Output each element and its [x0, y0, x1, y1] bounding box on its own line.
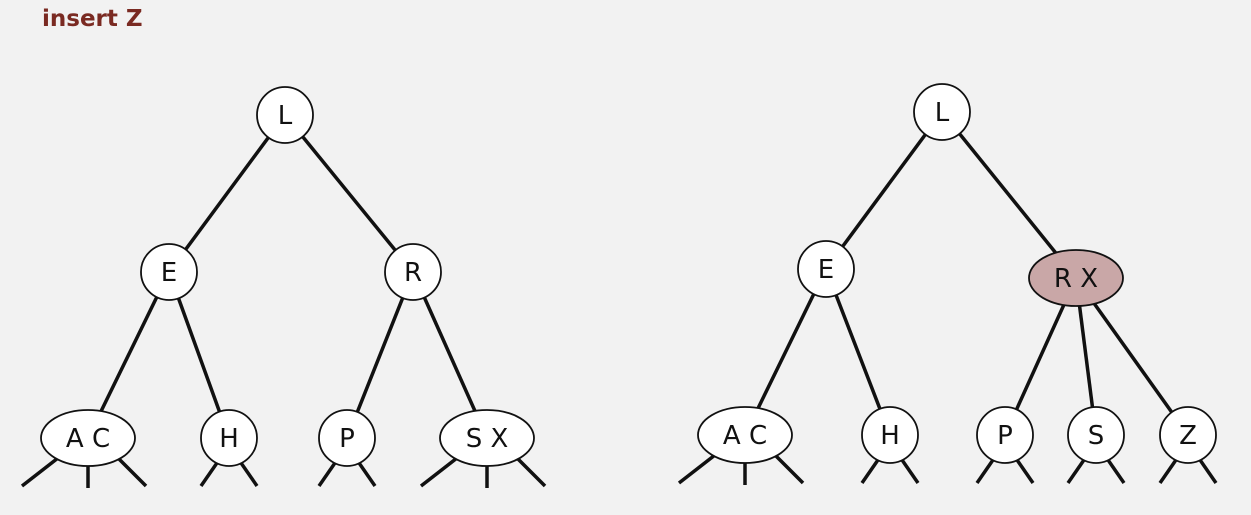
tree-node-after-s: S	[1067, 406, 1125, 464]
tree-node-after-p: P	[976, 406, 1034, 464]
node-label: R	[404, 258, 422, 288]
null-link-before-p-0	[317, 459, 339, 487]
node-shape	[697, 406, 793, 464]
node-label: L	[935, 98, 950, 128]
edge-after-e-h	[824, 268, 892, 436]
edge-after-l-rx	[940, 110, 1078, 280]
tree-node-after-rx: R X	[1028, 249, 1124, 307]
node-label: P	[339, 424, 355, 454]
edge-before-e-h	[167, 271, 231, 439]
node-label: S X	[466, 424, 509, 454]
null-link-after-ac-0	[677, 453, 717, 485]
node-label: P	[997, 421, 1013, 451]
null-link-before-p-1	[355, 459, 377, 487]
node-shape	[256, 86, 314, 144]
node-label: S	[1088, 421, 1105, 451]
node-shape	[40, 409, 136, 467]
node-shape	[797, 240, 855, 298]
tree-node-before-p: P	[318, 409, 376, 467]
null-link-after-s-1	[1104, 456, 1126, 484]
node-shape	[200, 409, 258, 467]
tree-node-before-e: E	[140, 243, 198, 301]
edge-before-r-p	[345, 271, 415, 439]
tree-node-before-h: H	[200, 409, 258, 467]
null-link-after-z-0	[1158, 456, 1180, 484]
null-link-before-h-0	[199, 459, 221, 487]
tree-node-before-sx: S X	[439, 409, 535, 467]
tree-node-after-l: L	[913, 83, 971, 141]
null-link-before-ac-0	[20, 456, 60, 488]
null-link-after-s-0	[1066, 456, 1088, 484]
edge-after-l-e	[824, 110, 944, 271]
node-shape	[439, 409, 535, 467]
node-label: E	[818, 255, 834, 285]
tree-node-after-ac: A C	[697, 406, 793, 464]
node-shape	[1067, 406, 1125, 464]
tree-node-before-r: R	[384, 243, 442, 301]
tree-node-before-ac: A C	[40, 409, 136, 467]
node-label: A C	[723, 421, 767, 451]
null-link-after-ac-2	[773, 453, 805, 485]
node-label: H	[219, 424, 239, 454]
null-link-before-h-1	[237, 459, 259, 487]
null-link-before-ac-2	[116, 456, 148, 488]
node-label: E	[161, 258, 177, 288]
node-shape	[384, 243, 442, 301]
edge-before-l-r	[283, 113, 415, 274]
node-shape	[140, 243, 198, 301]
node-shape	[976, 406, 1034, 464]
node-label: H	[880, 421, 900, 451]
null-link-after-h-1	[898, 456, 920, 484]
null-link-after-p-1	[1013, 456, 1035, 484]
tree-node-after-e: E	[797, 240, 855, 298]
node-shape	[861, 406, 919, 464]
stubs-layer	[20, 453, 1218, 488]
null-link-before-sx-0	[419, 456, 459, 488]
null-link-after-h-0	[860, 456, 882, 484]
tree-node-before-l: L	[256, 86, 314, 144]
page-title: insert Z	[42, 6, 143, 32]
tree-node-after-z: Z	[1159, 406, 1217, 464]
null-link-after-z-1	[1196, 456, 1218, 484]
null-link-before-sx-2	[515, 456, 547, 488]
nodes-layer: L E R A C H P S X L E R X A C H P S Z	[40, 83, 1217, 467]
tree-node-after-h: H	[861, 406, 919, 464]
null-link-after-p-0	[975, 456, 997, 484]
edges-layer	[86, 110, 1190, 439]
node-shape	[318, 409, 376, 467]
edge-before-l-e	[167, 113, 287, 274]
node-label: A C	[66, 424, 110, 454]
node-shape	[1028, 249, 1124, 307]
node-shape	[913, 83, 971, 141]
node-label: L	[278, 101, 293, 131]
node-label: Z	[1179, 421, 1197, 451]
node-shape	[1159, 406, 1217, 464]
node-label: R X	[1054, 264, 1098, 294]
